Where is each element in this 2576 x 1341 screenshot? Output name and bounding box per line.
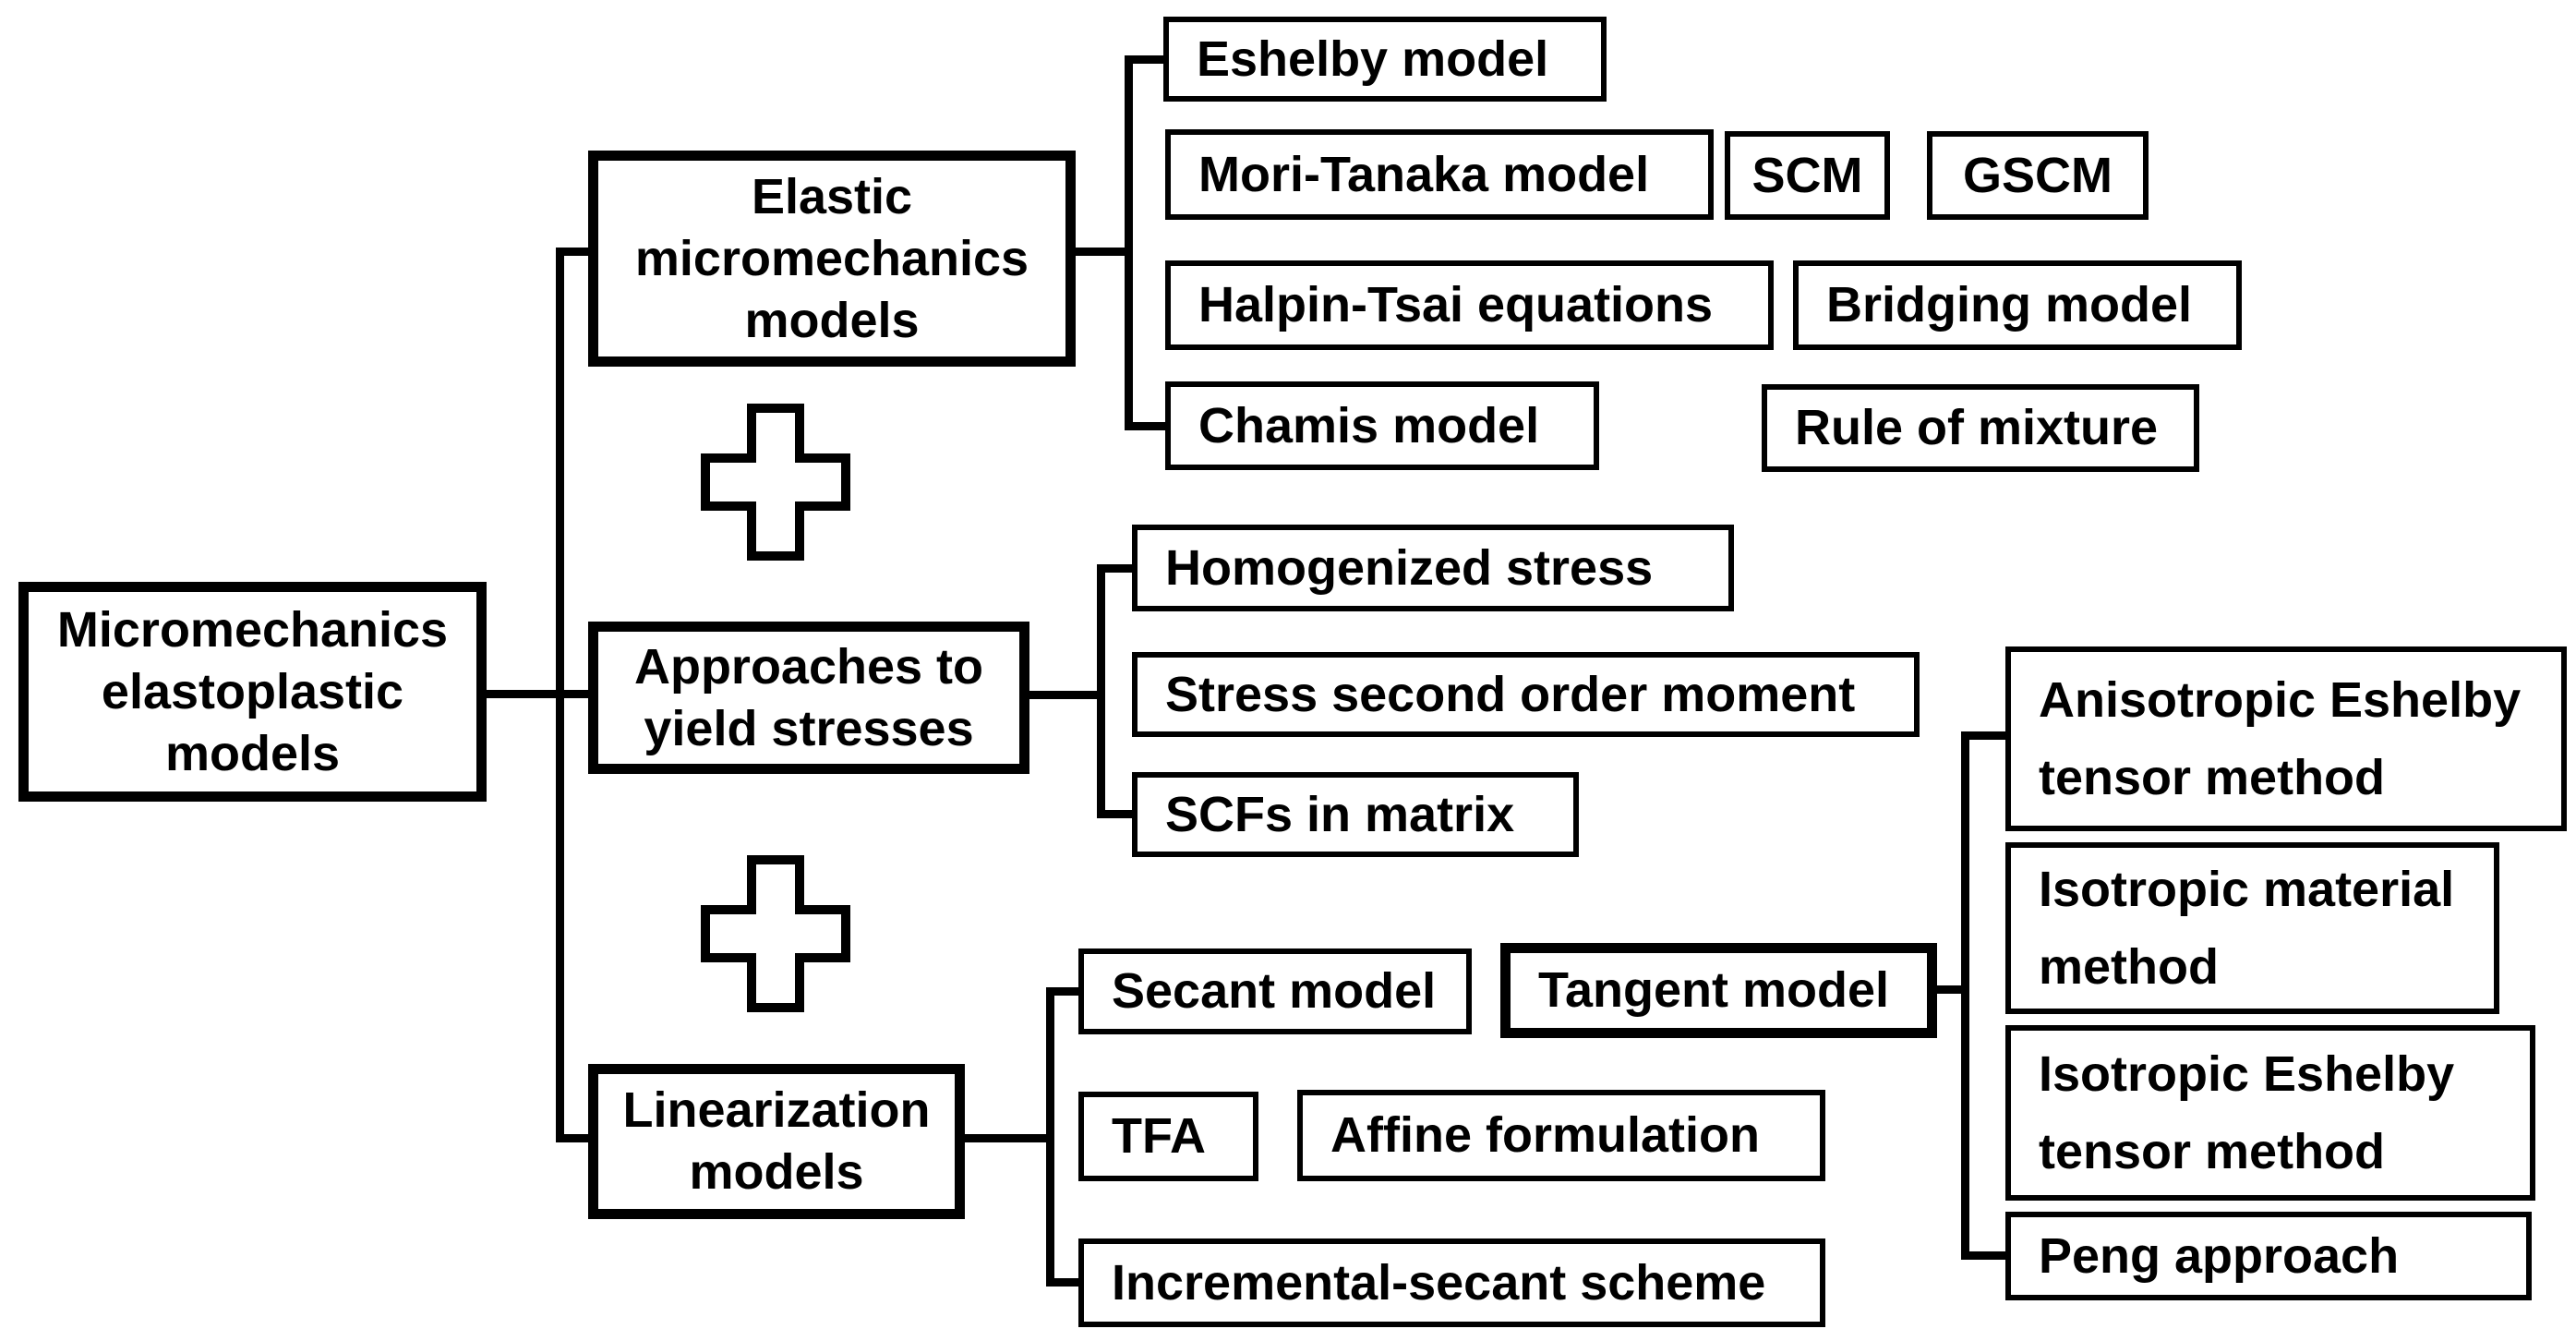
connector-elastic-corner (556, 248, 589, 256)
connector-trunk-vertical (556, 248, 564, 1142)
node-isotropic-eshelby-tensor-method: Isotropic Eshelby tensor method (2005, 1025, 2535, 1201)
node-chamis-model: Chamis model (1165, 381, 1599, 470)
node-tfa: TFA (1078, 1092, 1258, 1181)
connector-anisotropic-corner (1961, 731, 2005, 740)
node-linearization-models: Linearization models (588, 1064, 965, 1219)
connector-tangent-bracket (1961, 731, 1969, 1260)
connector-peng-corner (1961, 1251, 2005, 1260)
node-mori-tanaka-model: Mori-Tanaka model (1165, 129, 1714, 220)
node-anisotropic-eshelby-tensor-method: Anisotropic Eshelby tensor method (2005, 646, 2567, 831)
node-tangent-model: Tangent model (1500, 943, 1937, 1038)
node-gscm: GSCM (1927, 131, 2149, 220)
node-eshelby-model: Eshelby model (1163, 17, 1607, 102)
connector-incremental-corner (1046, 1278, 1078, 1287)
connector-elastic-stub (1076, 248, 1133, 256)
node-rule-of-mixture: Rule of mixture (1762, 384, 2199, 472)
connector-linearization-stub (965, 1134, 1053, 1142)
node-bridging-model: Bridging model (1793, 260, 2242, 350)
node-halpin-tsai-equations: Halpin-Tsai equations (1165, 260, 1774, 350)
node-approaches-to-yield-stresses: Approaches to yield stresses (588, 622, 1029, 774)
node-isotropic-material-method: Isotropic material method (2005, 842, 2499, 1014)
node-secant-model: Secant model (1078, 948, 1472, 1034)
connector-tangent-stub (1937, 985, 1968, 994)
connector-scfs-corner (1097, 810, 1132, 818)
connector-linearization-bracket (1046, 987, 1054, 1287)
node-affine-formulation: Affine formulation (1297, 1090, 1825, 1181)
connector-secant-corner (1046, 987, 1078, 996)
node-scm: SCM (1725, 131, 1890, 220)
connector-root-stub (487, 690, 589, 698)
connector-approaches-bracket (1097, 564, 1105, 818)
connector-eshelby-corner (1125, 55, 1165, 64)
node-root: Micromechanics elastoplastic models (18, 582, 487, 802)
node-scfs-in-matrix: SCFs in matrix (1132, 772, 1579, 857)
connector-linearization-corner (556, 1134, 589, 1142)
connector-approaches-stub (1029, 691, 1104, 699)
node-elastic-micromechanics-models: Elastic micromechanics models (588, 151, 1076, 367)
connector-homogenized-corner (1097, 564, 1132, 573)
node-peng-approach: Peng approach (2005, 1212, 2532, 1300)
node-incremental-secant-scheme: Incremental-secant scheme (1078, 1238, 1825, 1327)
node-stress-second-order-moment: Stress second order moment (1132, 652, 1920, 737)
plus-icon (701, 404, 850, 561)
plus-icon (701, 855, 850, 1012)
connector-elastic-bracket (1125, 55, 1133, 430)
connector-chamis-corner (1125, 422, 1165, 430)
node-homogenized-stress: Homogenized stress (1132, 525, 1734, 611)
